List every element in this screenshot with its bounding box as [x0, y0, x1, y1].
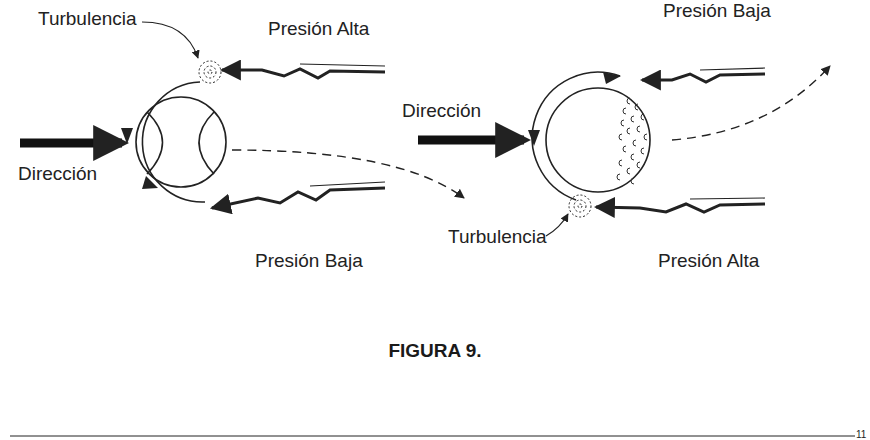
golf-ball [546, 88, 650, 192]
spin-arrowhead [603, 72, 621, 84]
text-label: Dirección [402, 100, 481, 122]
airflow-arrow [690, 198, 765, 199]
text-label: Presión Alta [658, 250, 759, 272]
airflow-arrow [700, 68, 765, 70]
text-label: Dirección [18, 163, 97, 185]
airflow-arrow [642, 74, 765, 82]
text-label: Presión Baja [255, 250, 363, 272]
spin-arrow [142, 82, 205, 202]
spin-arrow [532, 72, 620, 200]
direction-arrow [20, 139, 122, 148]
turbulence-symbol [199, 61, 221, 83]
page-rule [10, 436, 855, 437]
airflow-arrow [596, 204, 765, 212]
spin-arrowhead [528, 130, 540, 146]
baseball [136, 97, 226, 187]
pointer-arrow [546, 214, 568, 236]
figure-caption: FIGURA 9. [0, 340, 870, 362]
airflow-arrow [310, 182, 385, 186]
dimples [617, 98, 647, 184]
spin-arrowhead [142, 176, 158, 189]
text-label: Presión Baja [663, 0, 771, 22]
text-label: Presión Alta [268, 18, 369, 40]
text-label: Turbulencia [448, 226, 547, 248]
pointer-arrow [142, 22, 198, 58]
text-label: Turbulencia [38, 8, 137, 30]
direction-arrow [418, 136, 524, 145]
turbulence-symbol [569, 195, 591, 217]
airflow-arrow [300, 64, 385, 66]
page-number: 11 [856, 424, 866, 440]
airflow-arrow [212, 188, 385, 208]
trajectory [672, 66, 830, 140]
airflow-arrow [222, 69, 385, 78]
trajectory [232, 150, 464, 198]
spin-arrowhead [121, 128, 133, 144]
